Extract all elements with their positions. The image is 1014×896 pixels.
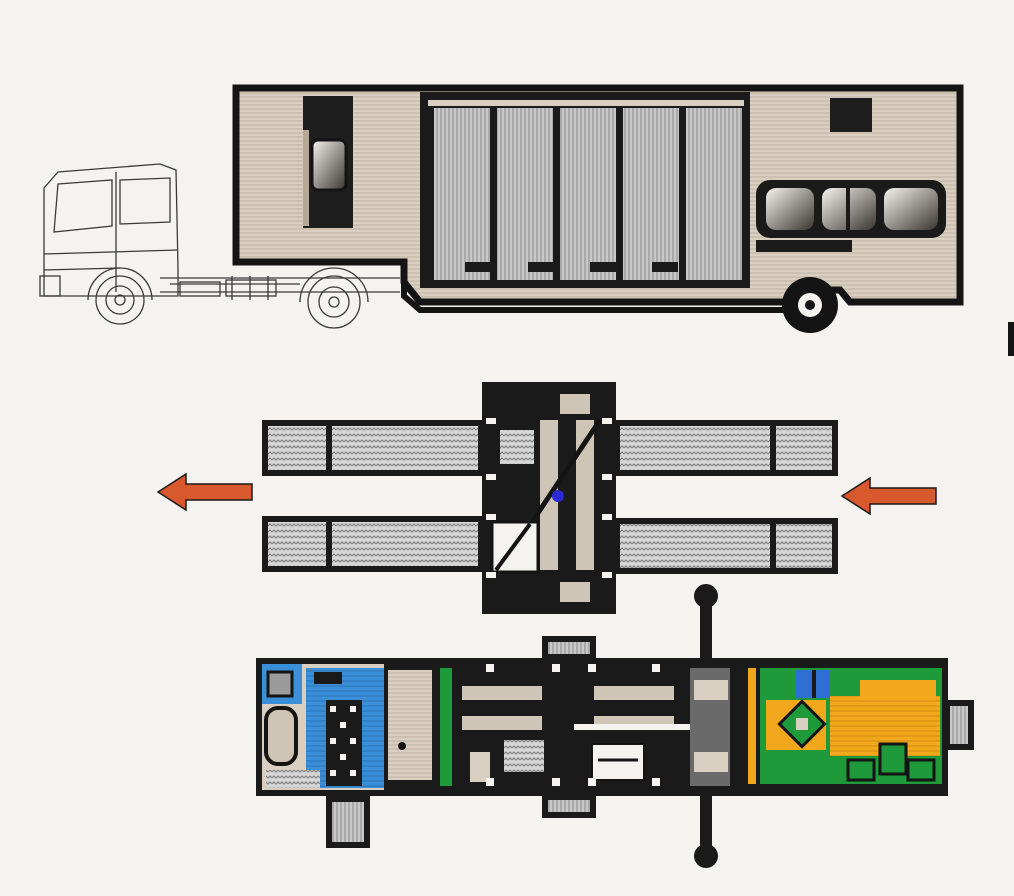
tack-area (388, 670, 432, 780)
side-elevation (39, 84, 1014, 356)
floor-plan (256, 584, 974, 868)
truck-cab (39, 163, 400, 329)
ramp-bottom-left (262, 516, 484, 572)
right-arrow-icon (840, 476, 937, 516)
stalls-plan (462, 686, 694, 782)
ramp-top-left (262, 420, 484, 476)
rear-wheel (782, 277, 838, 333)
axle (690, 584, 730, 868)
green-divider-front (440, 668, 452, 786)
box-body (232, 84, 964, 333)
cab-lounge (262, 664, 384, 790)
ramp-bottom-right (614, 518, 838, 574)
left-arrow-icon (156, 472, 253, 512)
living-quarters (748, 668, 942, 784)
roof-vent (830, 98, 872, 132)
ramp-top-right (614, 420, 838, 476)
living-windows (756, 180, 946, 238)
unloading-plan (156, 382, 937, 614)
ramp-vents (326, 636, 974, 848)
center-marker (552, 490, 564, 502)
stall-doors (434, 108, 742, 280)
